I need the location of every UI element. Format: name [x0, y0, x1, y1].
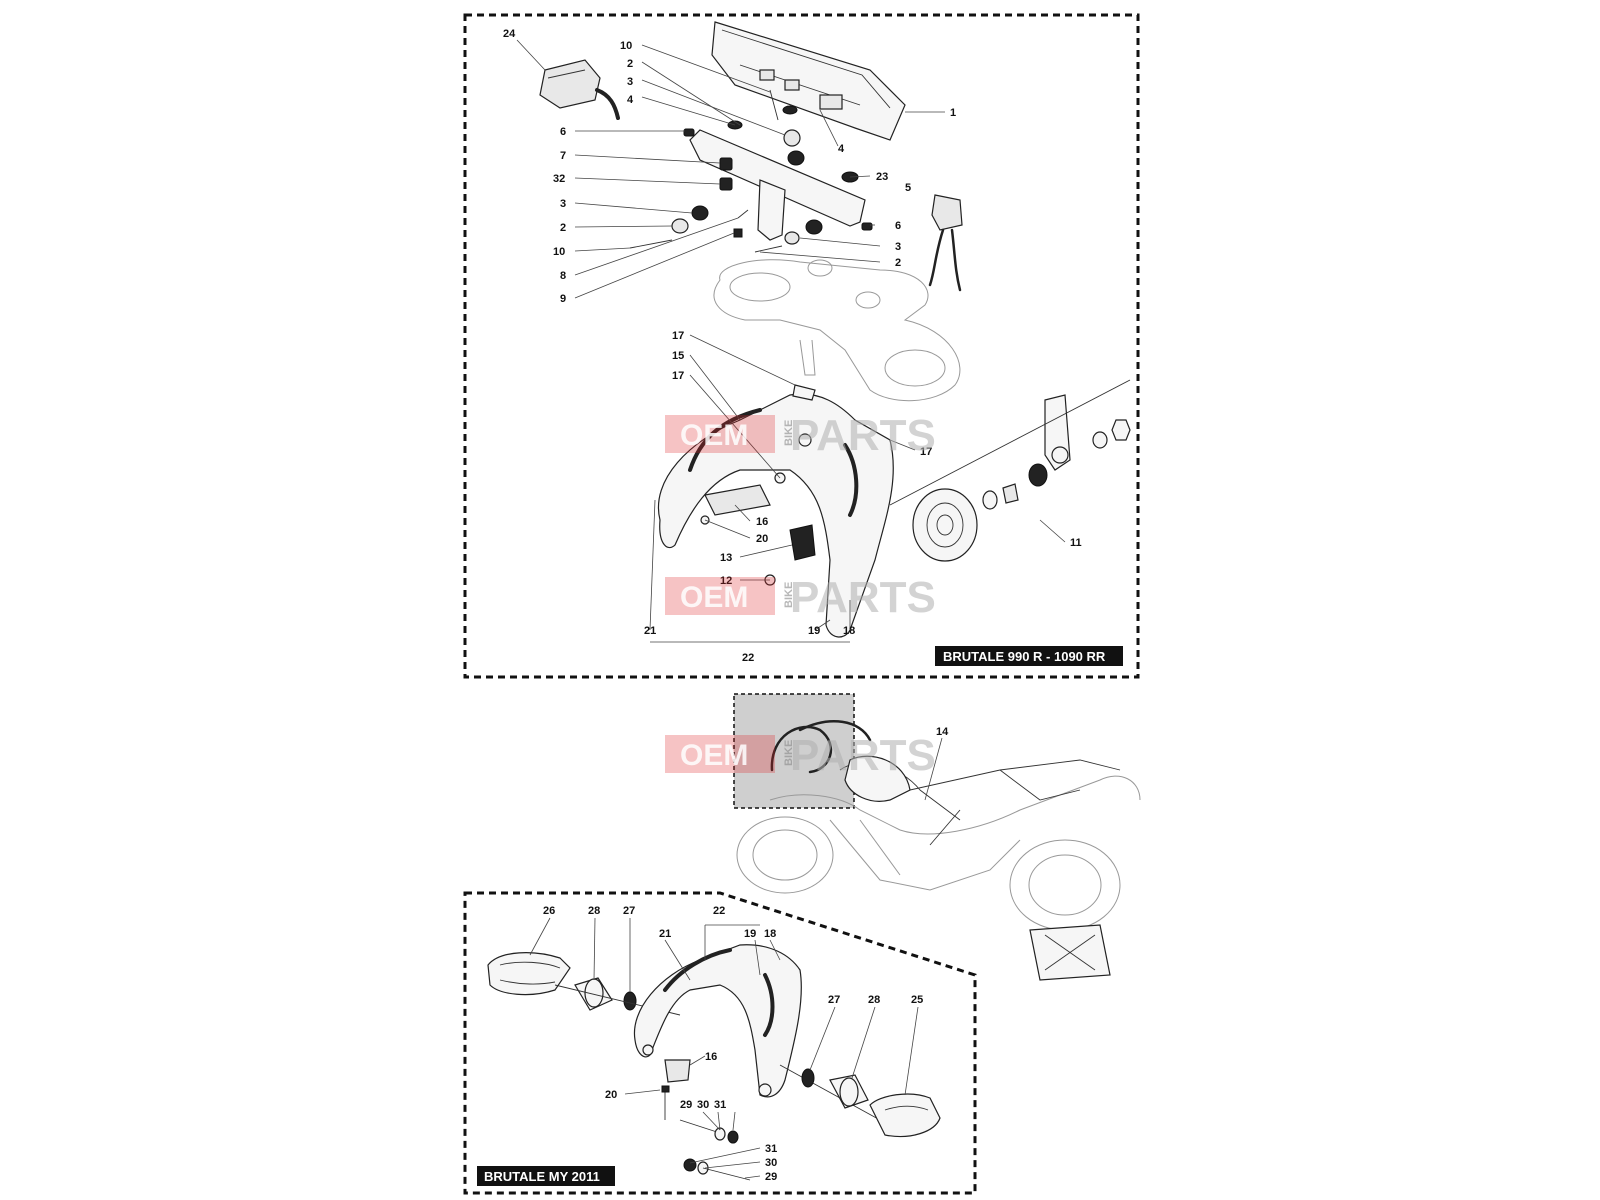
callout-24: 24 — [503, 28, 516, 40]
connector-24 — [539, 59, 620, 120]
bottom-bracket — [633, 944, 802, 1098]
bike-overview — [733, 693, 1141, 981]
callout-18b: 18 — [764, 928, 776, 940]
callout-3b: 3 — [560, 198, 566, 210]
callout-19b: 19 — [744, 928, 756, 940]
svg-text:OEM: OEM — [680, 581, 748, 614]
indicator-26 — [487, 952, 571, 996]
callout-17: 17 — [672, 330, 684, 342]
indicator-25 — [869, 1093, 941, 1138]
callout-3: 3 — [627, 76, 633, 88]
svg-text:BIKE: BIKE — [783, 740, 795, 766]
bottom-leaders — [529, 917, 919, 1179]
watermark-3: OEM PARTS BIKE — [665, 731, 936, 780]
callout-7: 7 — [560, 150, 566, 162]
callout-3c: 3 — [895, 241, 901, 253]
callout-20b: 20 — [605, 1089, 617, 1101]
callout-26: 26 — [543, 905, 555, 917]
svg-text:OEM: OEM — [680, 419, 748, 452]
callout-18: 18 — [843, 625, 855, 637]
callout-28b: 28 — [868, 994, 880, 1006]
headlight-support — [657, 384, 894, 638]
callout-10b: 10 — [553, 246, 565, 258]
callout-16: 16 — [756, 516, 768, 528]
nut-27-right — [801, 1068, 815, 1088]
dashboard-bracket — [629, 89, 873, 253]
svg-text:PARTS: PARTS — [790, 411, 936, 460]
callout-13: 13 — [720, 552, 732, 564]
bottom-hardware — [661, 1059, 751, 1181]
bottom-callouts: 26 28 27 22 21 19 18 27 28 25 16 20 29 3… — [543, 905, 923, 1183]
callout-28: 28 — [588, 905, 600, 917]
spacer-28-right — [829, 1074, 869, 1109]
callout-4: 4 — [627, 94, 634, 106]
callout-21: 21 — [644, 625, 656, 637]
connector-5 — [928, 194, 963, 292]
callout-2b: 2 — [560, 222, 566, 234]
callout-5: 5 — [905, 182, 911, 194]
callout-11: 11 — [1070, 537, 1082, 549]
callout-8: 8 — [560, 270, 566, 282]
callout-31: 31 — [714, 1099, 726, 1111]
callout-6: 6 — [560, 126, 566, 138]
callout-20: 20 — [756, 533, 768, 545]
callout-31b: 31 — [765, 1143, 777, 1155]
callout-2: 2 — [627, 58, 633, 70]
svg-text:BIKE: BIKE — [783, 420, 795, 446]
callout-32: 32 — [553, 173, 565, 185]
svg-text:OEM: OEM — [680, 739, 748, 772]
bottom-panel-label-bg — [477, 1166, 615, 1186]
horn-assembly — [889, 379, 1131, 562]
callout-30b: 30 — [765, 1157, 777, 1169]
bottom-panel-label: BRUTALE MY 2011 — [484, 1169, 600, 1184]
callout-2c: 2 — [895, 257, 901, 269]
svg-text:PARTS: PARTS — [790, 573, 936, 622]
svg-text:BIKE: BIKE — [783, 582, 795, 608]
callout-6b: 6 — [895, 220, 901, 232]
callout-25: 25 — [911, 994, 923, 1006]
callout-29: 29 — [680, 1099, 692, 1111]
top-leaders — [516, 39, 1066, 643]
callout-4b: 4 — [838, 143, 845, 155]
svg-text:PARTS: PARTS — [790, 731, 936, 780]
callout-12: 12 — [720, 575, 732, 587]
callout-19: 19 — [808, 625, 820, 637]
callout-22: 22 — [742, 652, 754, 664]
callout-14: 14 — [936, 726, 949, 738]
top-panel-label: BRUTALE 990 R - 1090 RR — [943, 649, 1106, 664]
top-panel-border — [463, 13, 1140, 679]
callout-15: 15 — [672, 350, 684, 362]
bottom-panel-border — [463, 891, 977, 1195]
callout-27b: 27 — [828, 994, 840, 1006]
instrument-cluster — [711, 21, 906, 141]
callout-21b: 21 — [659, 928, 671, 940]
triple-clamp — [713, 259, 961, 402]
top-callouts: 24 10 2 3 4 1 6 7 4 32 23 5 3 6 2 10 3 8… — [503, 28, 1082, 664]
callout-17c: 17 — [920, 446, 932, 458]
callout-16b: 16 — [705, 1051, 717, 1063]
callout-10: 10 — [620, 40, 632, 52]
callout-23: 23 — [876, 171, 888, 183]
callout-29b: 29 — [765, 1171, 777, 1183]
callout-27: 27 — [623, 905, 635, 917]
nut-27-left — [623, 991, 637, 1011]
top-panel-label-bg — [935, 646, 1123, 666]
axis-right — [779, 1064, 881, 1121]
callout-22b: 22 — [713, 905, 725, 917]
callout-30: 30 — [697, 1099, 709, 1111]
callout-17b: 17 — [672, 370, 684, 382]
watermark-1: OEM PARTS BIKE — [665, 411, 936, 460]
callout-9: 9 — [560, 293, 566, 305]
callout-1: 1 — [950, 107, 956, 119]
watermark-2: OEM PARTS BIKE — [665, 573, 936, 622]
